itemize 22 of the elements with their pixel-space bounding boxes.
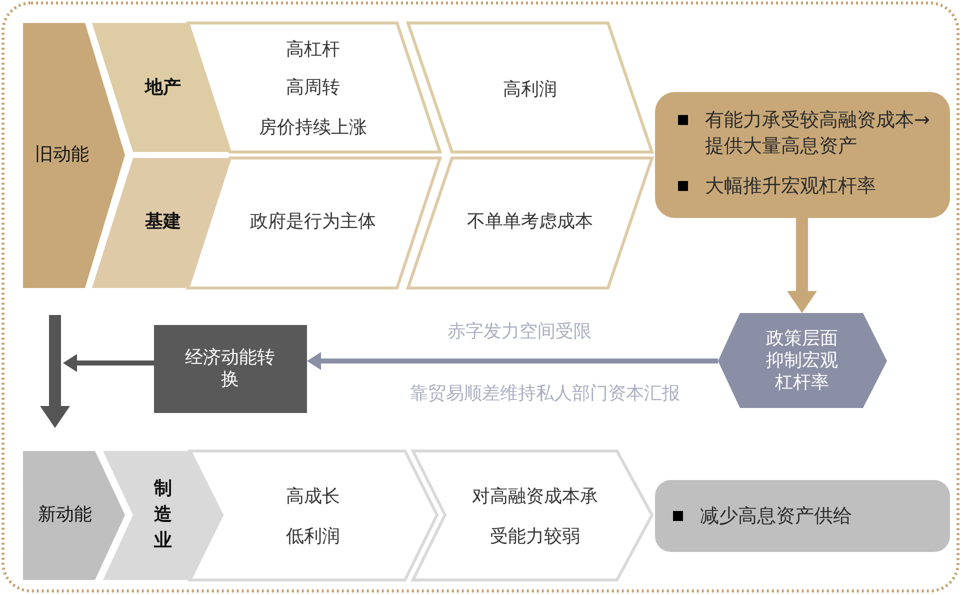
node-text: 不单单考虑成本 — [467, 211, 593, 233]
note-text: 靠贸易顺差维持私人部门资本汇报 — [408, 383, 682, 405]
arrow — [40, 315, 70, 428]
node-text: 政策层面抑制宏观杠杆率 — [765, 328, 839, 394]
bullet-text: 有能力承受较高融资成本→提供大量高息资产 — [705, 108, 931, 159]
node-text: 高利润 — [503, 79, 557, 101]
arrow — [307, 352, 718, 370]
node-text: 经济动能转换 — [184, 347, 276, 391]
arrow — [787, 218, 817, 313]
node-text: 新动能 — [38, 504, 92, 526]
node-text: 基建 — [145, 211, 181, 233]
node-text: 房价持续上涨 — [259, 117, 367, 139]
node-text: 高周转 — [286, 77, 340, 99]
node-text: 制造业 — [153, 477, 173, 553]
node-text: 对高融资成本承受能力较弱 — [471, 485, 599, 549]
node-text: 政府是行为主体 — [250, 211, 376, 233]
node-text: 旧动能 — [35, 144, 89, 166]
arrow — [63, 354, 154, 372]
bullet-text: 大幅推升宏观杠杆率 — [705, 174, 877, 199]
node-text: 地产 — [145, 77, 181, 99]
bullet-text: 减少高息资产供给 — [700, 504, 853, 529]
node-text: 高杠杆 — [286, 39, 340, 61]
